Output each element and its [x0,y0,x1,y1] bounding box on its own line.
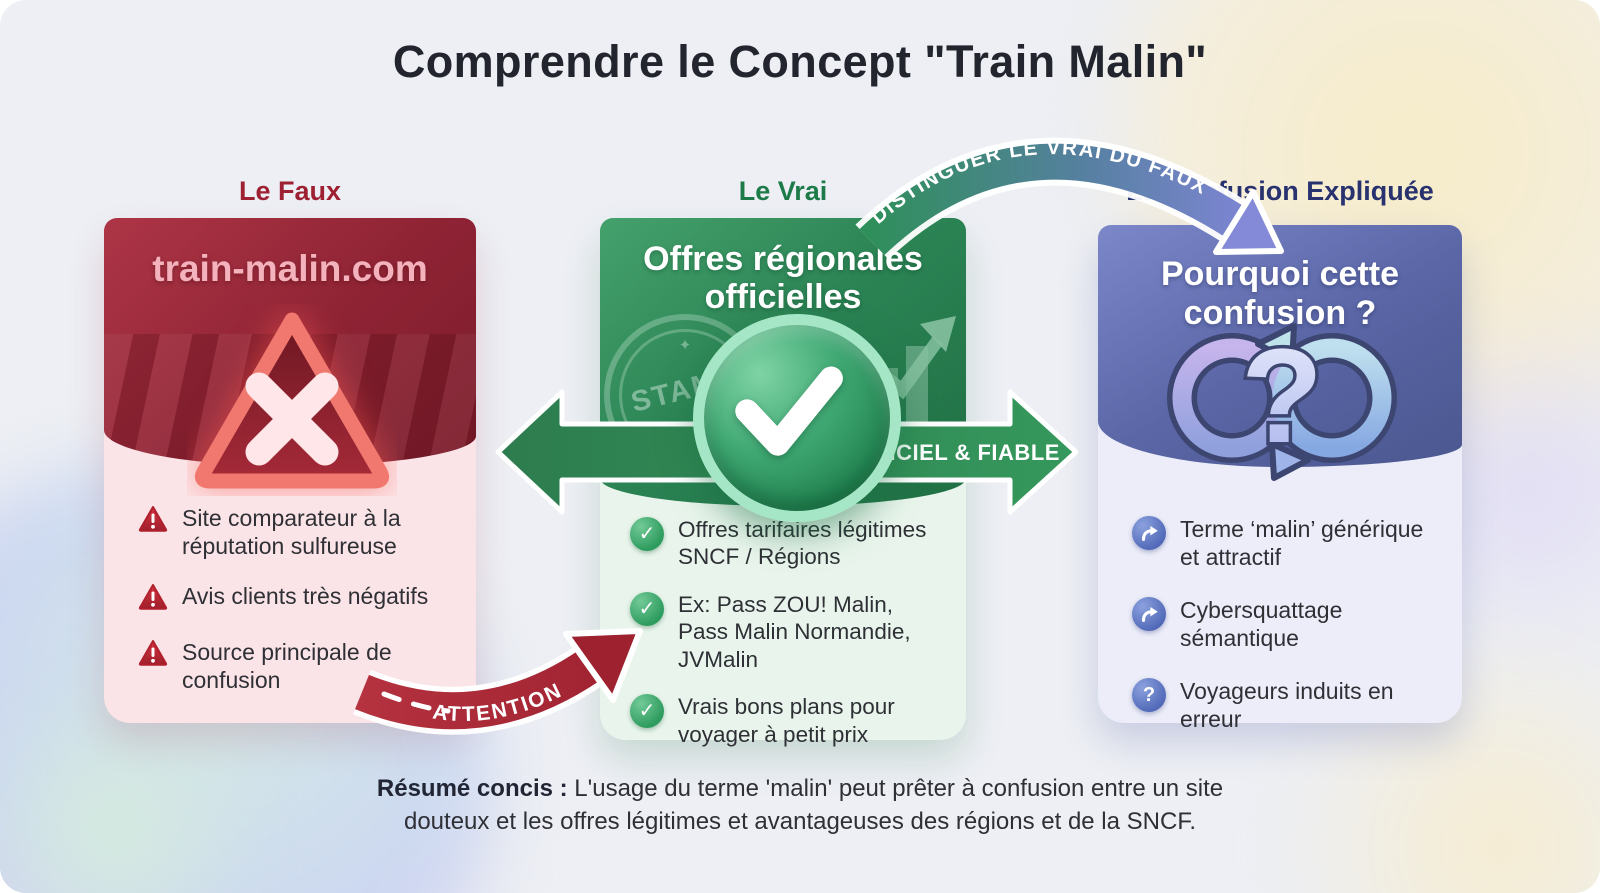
item-text: Avis clients très négatifs [182,583,429,610]
summary-label: Résumé concis : [376,775,568,802]
check-circle-icon: ✓ [630,591,664,626]
list-item: Terme ‘malin’ générique et attractif [1132,515,1438,571]
redirect-arrow-icon [1132,597,1166,632]
warning-triangle-icon [138,505,168,538]
page-title: Comprendre le Concept "Train Malin" [392,36,1208,87]
warning-triangle-icon [138,639,168,672]
svg-text:?: ? [1241,322,1323,471]
item-text: Vrais bons plans pour voyager à petit pr… [678,694,895,747]
redirect-arrow-icon [1132,516,1166,550]
card-faux: train-malin.com Site comparateur à la ré… [104,218,476,723]
summary: Résumé concis : L'usage du terme 'malin'… [0,772,1600,838]
column-label-confusion: La Confusion Expliquée [1126,176,1434,206]
list-item: ✓ Ex: Pass ZOU! Malin, Pass Malin Norman… [630,591,946,673]
warning-triangle-icon [138,583,168,616]
item-text: Cybersquattage sémantique [1180,597,1343,652]
card-confusion-title: Pourquoi cette confusion ? [1160,255,1400,333]
verified-check-badge-icon [693,314,901,522]
faux-item-list: Site comparateur à la réputation sulfure… [138,504,452,716]
item-text: Voyageurs induits en erreur [1180,678,1394,733]
summary-text: Résumé concis : L'usage du terme 'malin'… [340,772,1260,838]
item-text: Site comparateur à la réputation sulfure… [182,505,401,560]
star-icon: ✦ [678,337,692,354]
confusion-loop-question-icon: ? [1160,298,1404,494]
item-text: Source principale de confusion [182,639,392,694]
list-item: Site comparateur à la réputation sulfure… [138,504,452,560]
item-text: Ex: Pass ZOU! Malin, Pass Malin Normandi… [678,591,911,672]
item-text: Offres tarifaires légitimes SNCF / Régio… [678,517,927,570]
confusion-item-list: Terme ‘malin’ générique et attractif Cyb… [1132,515,1438,758]
card-vrai-title: Offres régionales officielles [643,240,923,317]
item-text: Terme ‘malin’ générique et attractif [1180,516,1424,571]
list-item: Cybersquattage sémantique [1132,596,1438,652]
error-triangle-icon [187,304,397,496]
vrai-item-list: ✓ Offres tarifaires légitimes SNCF / Rég… [630,516,946,768]
summary-body: L'usage du terme 'malin' peut prêter à c… [403,775,1224,836]
list-item: ✓ Vrais bons plans pour voyager à petit … [630,693,946,748]
column-label-vrai: Le Vrai [738,176,828,206]
list-item: ? Voyageurs induits en erreur [1132,677,1438,733]
list-item: Source principale de confusion [138,638,452,694]
question-bubble-icon: ? [1132,678,1166,713]
check-circle-icon: ✓ [630,694,664,729]
card-faux-title: train-malin.com [152,248,428,289]
check-circle-icon: ✓ [630,517,664,551]
column-label-faux: Le Faux [238,176,342,206]
list-item: Avis clients très négatifs [138,582,452,616]
list-item: ✓ Offres tarifaires légitimes SNCF / Rég… [630,516,946,571]
